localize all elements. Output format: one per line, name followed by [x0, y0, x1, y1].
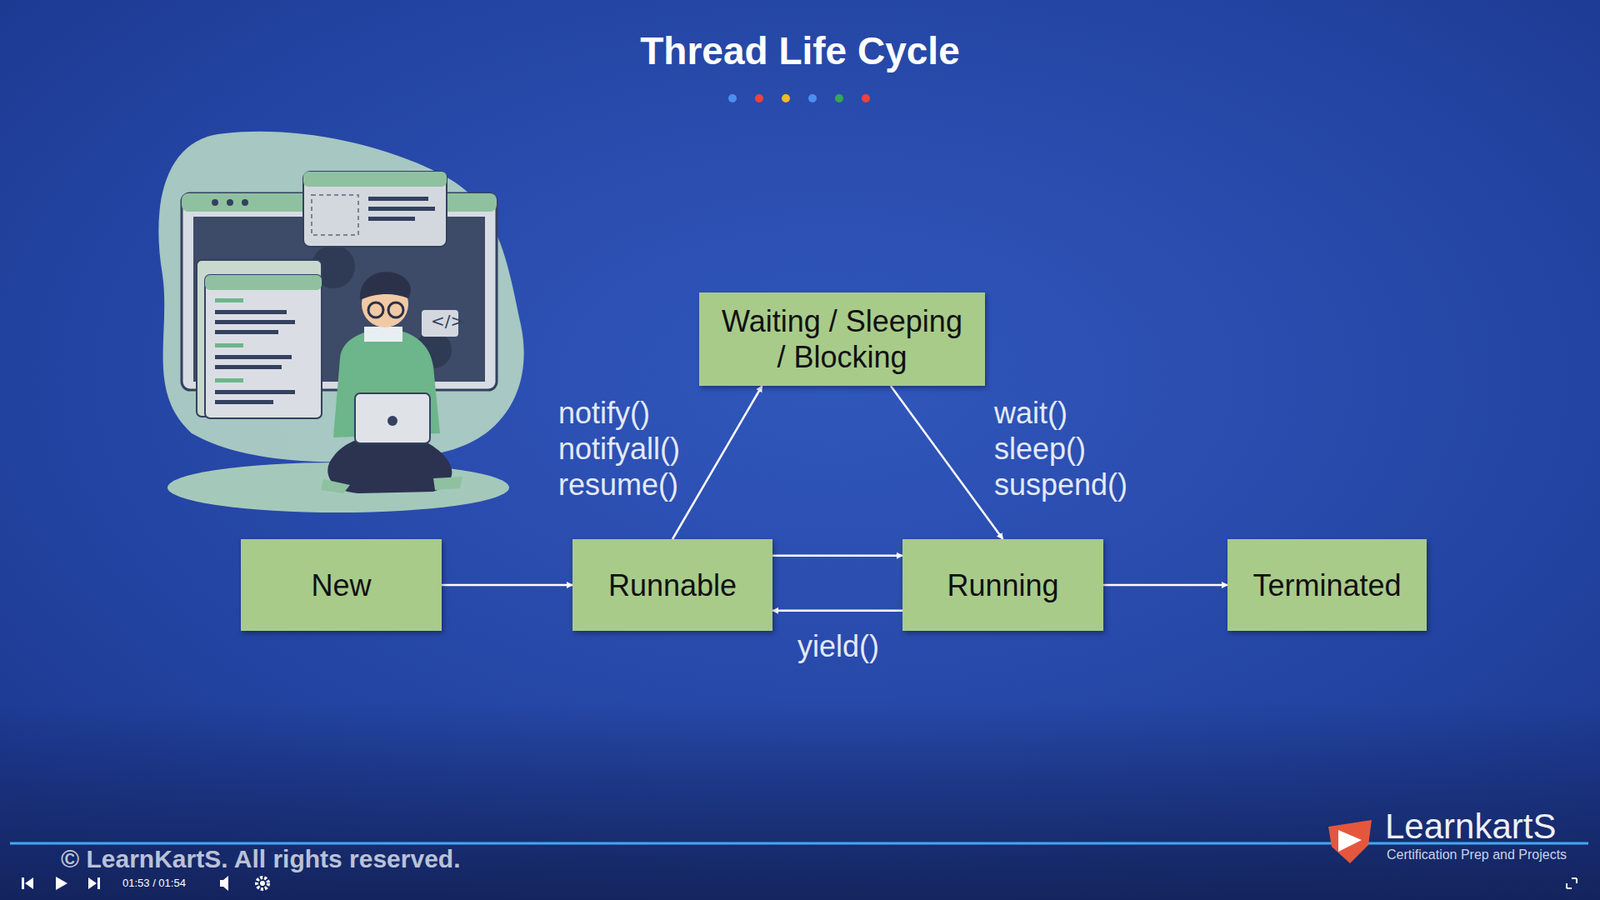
player-controls-part — [260, 880, 265, 886]
developer-illustration-part — [158, 131, 524, 462]
state-name: Runnable — [608, 567, 737, 604]
player-controls-part — [25, 877, 34, 890]
transition-label: yield() — [797, 628, 880, 665]
video-time: 01:53 / 01:54 — [122, 876, 186, 890]
player-controls-part — [97, 877, 100, 890]
developer-illustration-part — [215, 378, 244, 383]
state-box: Terminated — [1227, 539, 1427, 631]
transition-arrow — [772, 555, 903, 558]
transition-arrow — [772, 610, 903, 613]
developer-illustration-part — [368, 216, 415, 221]
transition-arrow — [1103, 584, 1228, 587]
title-dots-part — [861, 94, 870, 103]
developer-illustration-part — [211, 199, 219, 206]
player-controls-part — [1566, 878, 1577, 889]
developer-illustration-part — [433, 476, 463, 490]
developer-illustration-part — [303, 171, 447, 187]
developer-illustration-part — [215, 343, 244, 348]
transition-arrow — [672, 385, 762, 540]
developer-illustration-part — [364, 326, 403, 342]
logo-mark — [1328, 820, 1372, 864]
state-box: Running — [902, 539, 1104, 631]
state-name: Waiting / Sleeping / Blocking — [714, 303, 970, 375]
developer-illustration-part — [387, 415, 398, 426]
developer-illustration-part — [311, 195, 359, 235]
player-controls — [21, 875, 1577, 891]
title-dots-part — [728, 94, 737, 103]
developer-illustration-part — [368, 196, 429, 201]
developer-illustration-part — [320, 479, 350, 494]
developer-illustration-part — [215, 355, 292, 360]
developer-illustration-part — [215, 310, 287, 315]
player-controls-part — [21, 877, 25, 890]
logo-mark-part — [1328, 820, 1372, 864]
transition-label: notify() notifyall() resume() — [558, 395, 680, 503]
brand-tagline: Certification Prep and Projects — [1386, 847, 1567, 863]
state-box: Runnable — [572, 539, 773, 631]
copyright-notice: © LearnKartS. All rights reserved. — [60, 845, 461, 874]
developer-illustration-part — [355, 393, 430, 444]
player-controls-part — [220, 875, 229, 891]
diagram-title: Thread Life Cycle — [0, 28, 1600, 74]
brand-name: LearnkartS — [1385, 806, 1556, 847]
developer-illustration-part — [215, 320, 295, 325]
title-dots — [728, 94, 870, 103]
player-controls-part — [55, 876, 68, 890]
transition-arrow — [890, 385, 1004, 540]
title-dots-part — [781, 94, 790, 103]
title-dots-part — [808, 94, 817, 103]
state-box: New — [240, 539, 442, 631]
state-box: Waiting / Sleeping / Blocking — [699, 292, 985, 386]
title-dots-part — [835, 94, 844, 103]
developer-illustration-part — [241, 199, 249, 206]
developer-illustration-part — [303, 171, 447, 247]
code-tag: </> — [430, 310, 465, 331]
developer-illustration-part — [215, 365, 282, 370]
developer-illustration-part — [215, 400, 274, 405]
player-controls-part — [256, 877, 269, 890]
developer-illustration-part — [215, 298, 244, 303]
developer-illustration-part — [421, 310, 459, 337]
state-name: Running — [946, 567, 1059, 604]
title-dots-part — [755, 94, 764, 103]
state-name: Terminated — [1252, 567, 1401, 604]
logo-mark-part — [1338, 830, 1362, 852]
player-controls-part — [88, 877, 97, 890]
developer-illustration-part — [388, 302, 404, 318]
developer-illustration-part — [226, 199, 234, 206]
developer-illustration-part — [368, 206, 435, 211]
developer-illustration-part — [215, 390, 295, 395]
developer-illustration-part — [360, 271, 411, 300]
developer-illustration-part — [205, 275, 322, 419]
transition-label: wait() sleep() suspend() — [994, 395, 1128, 503]
developer-illustration — [158, 131, 524, 513]
transition-arrow — [441, 584, 573, 587]
developer-illustration-part — [205, 275, 322, 290]
developer-illustration-part — [368, 302, 384, 318]
state-name: New — [310, 567, 371, 604]
developer-illustration-part — [215, 330, 279, 335]
